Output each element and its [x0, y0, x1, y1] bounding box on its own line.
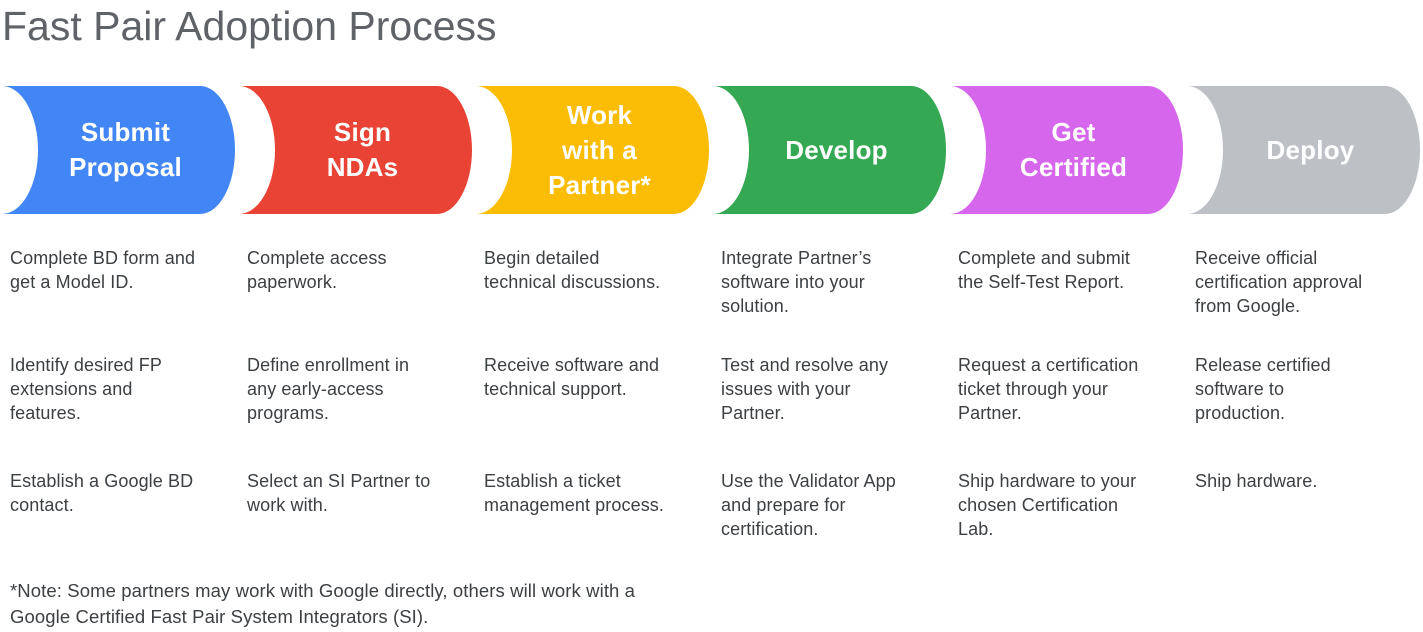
- step-description: Complete BD form and get a Model ID.: [10, 248, 196, 292]
- page-title: Fast Pair Adoption Process: [2, 3, 497, 49]
- desc-col-sign-ndas: Complete access paperwork. Define enroll…: [237, 246, 474, 547]
- step-description: Identify desired FP extensions and featu…: [10, 355, 162, 423]
- chevron-arrow-shape: [2, 86, 235, 214]
- desc-col-develop: Integrate Partner’s software into your s…: [711, 246, 948, 547]
- step-description: Release certified software to production…: [1195, 355, 1331, 423]
- step-label: Deploy: [1266, 134, 1355, 165]
- step-description: Ship hardware.: [1195, 471, 1318, 491]
- step-description: Integrate Partner’s software into your s…: [721, 248, 872, 316]
- step-descriptions: Complete BD form and get a Model ID. Ide…: [0, 246, 1423, 547]
- process-steps-row: Submit Proposal Sign NDAs Work with a Pa…: [0, 86, 1423, 214]
- step-description: Complete and submit the Self-Test Report…: [958, 248, 1130, 292]
- chevron-arrow-shape: [239, 86, 472, 214]
- step-description: Establish a ticket management process.: [484, 471, 664, 515]
- chevron-arrow-shape: [950, 86, 1183, 214]
- step-label: Submit Proposal: [69, 117, 182, 182]
- step-description: Receive official certification approval …: [1195, 248, 1363, 316]
- step-shape-sign-ndas: Sign NDAs: [237, 86, 474, 214]
- step-description: Test and resolve any issues with your Pa…: [721, 355, 889, 423]
- step-description: Request a certification ticket through y…: [958, 355, 1139, 423]
- step-description: Ship hardware to your chosen Certificati…: [958, 471, 1137, 539]
- step-label: Work with a Partner*: [548, 99, 651, 200]
- chevron-arrow-shape: [1187, 86, 1420, 214]
- step-shape-develop: Develop: [711, 86, 948, 214]
- step-label: Develop: [785, 134, 888, 165]
- step-label: Sign NDAs: [326, 117, 399, 182]
- step-shape-get-certified: Get Certified: [948, 86, 1185, 214]
- desc-col-work-with-partner: Begin detailed technical discussions. Re…: [474, 246, 711, 547]
- step-description: Define enrollment in any early-access pr…: [247, 355, 410, 423]
- chevron-arrow-shape: [476, 86, 709, 214]
- step-description: Begin detailed technical discussions.: [484, 248, 661, 292]
- step-label: Get Certified: [1019, 117, 1128, 182]
- footnote: *Note: Some partners may work with Googl…: [10, 580, 636, 627]
- step-description: Establish a Google BD contact.: [10, 471, 194, 515]
- step-shape-work-with-partner: Work with a Partner*: [474, 86, 711, 214]
- desc-col-get-certified: Complete and submit the Self-Test Report…: [948, 246, 1185, 547]
- chevron-arrow-shape: [713, 86, 946, 214]
- step-description: Receive software and technical support.: [484, 355, 660, 399]
- step-description: Select an SI Partner to work with.: [247, 471, 431, 515]
- desc-col-submit-proposal: Complete BD form and get a Model ID. Ide…: [0, 246, 237, 547]
- step-shape-deploy: Deploy: [1185, 86, 1422, 214]
- desc-col-deploy: Receive official certification approval …: [1185, 246, 1422, 547]
- step-shape-submit-proposal: Submit Proposal: [0, 86, 237, 214]
- step-description: Use the Validator App and prepare for ce…: [721, 471, 896, 539]
- step-description: Complete access paperwork.: [247, 248, 387, 292]
